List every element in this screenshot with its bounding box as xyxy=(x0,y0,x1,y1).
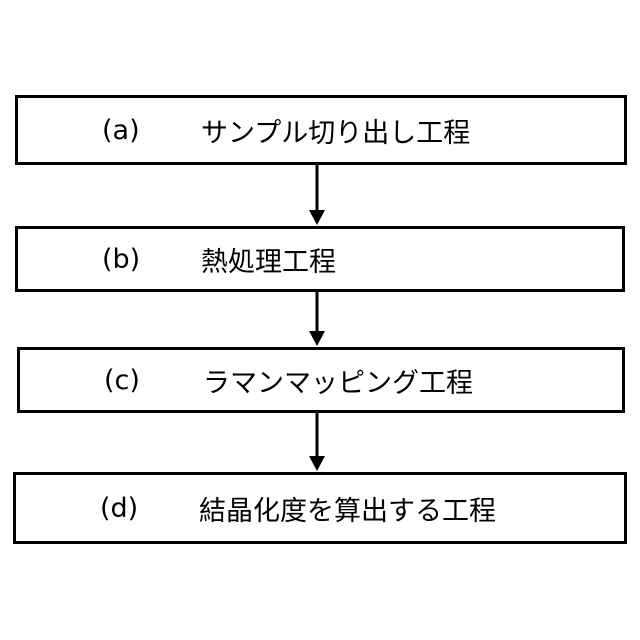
step-box-d: (d) 結晶化度を算出する工程 xyxy=(13,472,627,544)
arrow-b-to-c xyxy=(309,292,325,346)
step-box-b: (b) 熱処理工程 xyxy=(15,226,625,292)
step-label-a: (a) xyxy=(102,115,140,146)
step-label-b: (b) xyxy=(102,244,140,275)
step-label-c: (c) xyxy=(104,365,140,396)
arrow-c-to-d xyxy=(309,413,325,471)
step-text-d: 結晶化度を算出する工程 xyxy=(199,489,496,528)
step-text-b: 熱処理工程 xyxy=(201,240,336,279)
step-text-c: ラマンマッピング工程 xyxy=(203,361,473,400)
step-box-a: (a) サンプル切り出し工程 xyxy=(15,95,627,165)
step-text-a: サンプル切り出し工程 xyxy=(201,111,470,150)
step-box-c: (c) ラマンマッピング工程 xyxy=(17,347,625,413)
arrow-a-to-b xyxy=(309,165,325,225)
step-label-d: (d) xyxy=(100,493,138,524)
